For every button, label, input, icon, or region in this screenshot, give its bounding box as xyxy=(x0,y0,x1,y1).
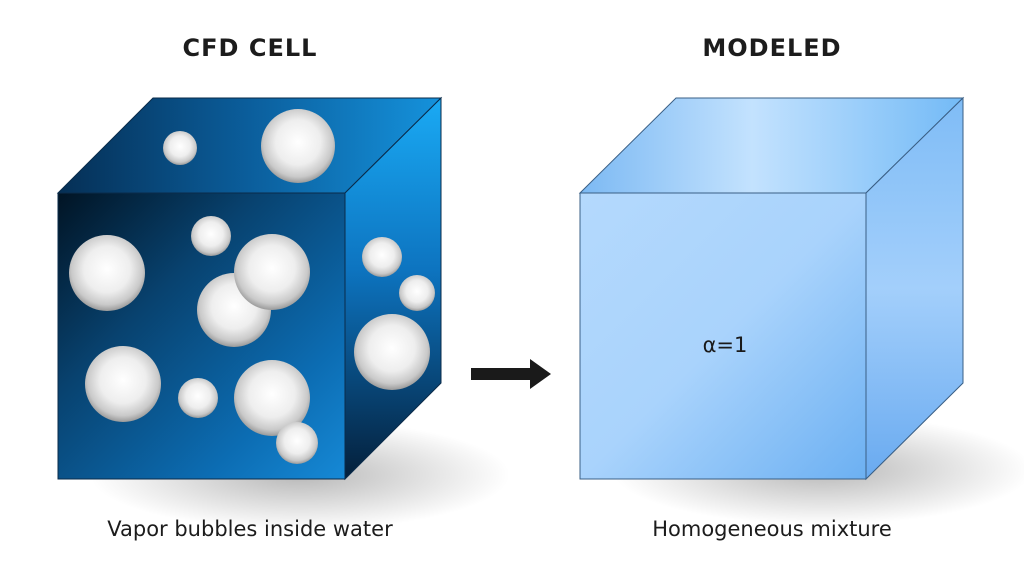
bubble xyxy=(234,234,310,310)
arrow-right-icon xyxy=(471,359,551,389)
left-title: CFD CELL xyxy=(182,34,318,62)
modeled-cube xyxy=(578,96,1024,525)
right-caption: Homogeneous mixture xyxy=(652,517,892,541)
bubble xyxy=(178,378,218,418)
bubble xyxy=(234,360,310,436)
bubble xyxy=(362,237,402,277)
cfd-cell-cube xyxy=(56,96,510,530)
cube-label: α=1 xyxy=(702,333,748,357)
right-title: MODELED xyxy=(702,34,842,62)
bubble xyxy=(191,216,231,256)
bubble xyxy=(85,346,161,422)
bubble xyxy=(399,275,435,311)
bubble xyxy=(276,422,318,464)
left-caption: Vapor bubbles inside water xyxy=(107,517,393,541)
bubble xyxy=(261,109,335,183)
bubble xyxy=(69,235,145,311)
cube-front-face xyxy=(579,192,867,480)
bubble xyxy=(354,314,430,390)
bubble xyxy=(163,131,197,165)
